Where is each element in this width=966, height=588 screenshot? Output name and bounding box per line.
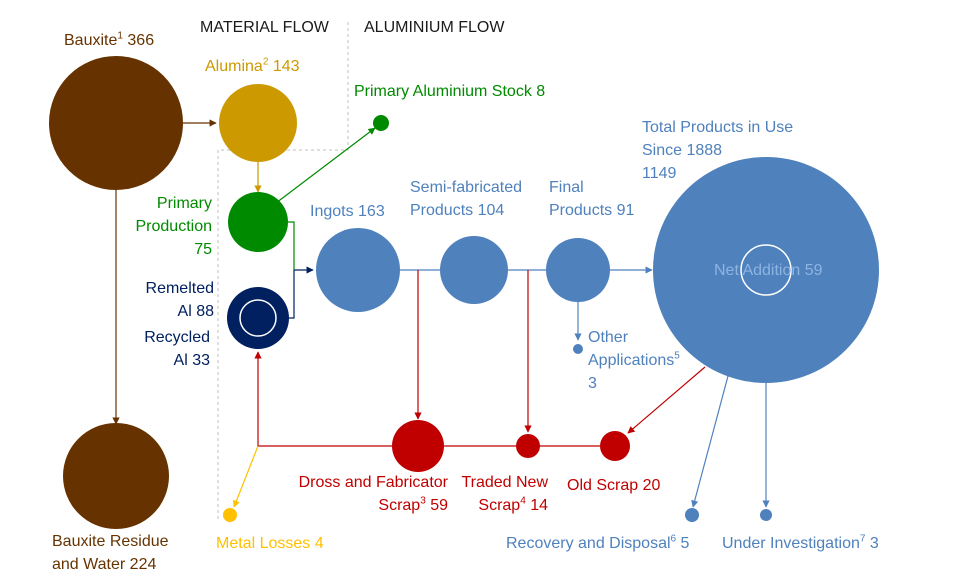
ingots-label: Ingots 163 <box>310 203 385 220</box>
stock-to-recovery-arrow <box>691 375 729 508</box>
other-applications-label: Other Applications5 3 <box>588 329 680 392</box>
final-products-node <box>546 238 610 302</box>
bauxite-label: Bauxite1 366 <box>64 30 155 49</box>
net-addition-label: Net Addition 59 <box>714 262 823 279</box>
metal-losses-arrow <box>233 445 259 508</box>
alumina-label: Alumina2 143 <box>205 56 300 75</box>
final-products-label: Final Products 91 <box>549 179 635 219</box>
primary-production-node <box>228 192 288 252</box>
primary-production-label: Primary Production 75 <box>135 195 213 258</box>
old-scrap-node <box>600 431 630 461</box>
recovery-label: Recovery and Disposal6 5 <box>506 533 690 552</box>
alumina-node <box>219 84 297 162</box>
primary-stock-arrow <box>268 127 376 210</box>
dross-node <box>392 420 444 472</box>
metal-losses-node <box>223 508 237 522</box>
remelted-node <box>227 287 289 349</box>
under-investigation-node <box>760 509 772 521</box>
metal-losses-label: Metal Losses 4 <box>216 535 324 552</box>
semis-label: Semi-fabricated Products 104 <box>410 179 523 219</box>
products-in-use-node <box>653 157 879 383</box>
products-in-use-label: Total Products in Use Since 1888 1149 <box>642 119 794 182</box>
remelted-label: Remelted Al 88 <box>145 280 214 320</box>
primary-to-ingots-line <box>288 221 295 270</box>
recycled-label: Recycled Al 33 <box>144 329 210 369</box>
traded-scrap-label: Traded New Scrap4 14 <box>461 474 548 514</box>
ingots-node <box>316 228 400 312</box>
recovery-node <box>685 508 699 522</box>
old-scrap-label: Old Scrap 20 <box>567 477 661 494</box>
aluminium-flow-header: ALUMINIUM FLOW <box>364 19 505 36</box>
other-applications-node <box>573 344 583 354</box>
residue-label: Bauxite Residue and Water 224 <box>52 533 169 573</box>
recycled-to-ingots-line <box>288 270 295 319</box>
primary-stock-label: Primary Aluminium Stock 8 <box>354 83 546 100</box>
bauxite-node <box>49 56 183 190</box>
primary-stock-node <box>373 115 389 131</box>
under-investigation-label: Under Investigation7 3 <box>722 533 879 552</box>
recycled-inner-ring <box>239 299 277 337</box>
material-flow-header: MATERIAL FLOW <box>200 19 329 36</box>
net-addition-ring <box>740 244 792 296</box>
stock-to-old-scrap-arrow <box>627 366 706 434</box>
residue-node <box>63 423 169 529</box>
traded-scrap-node <box>516 434 540 458</box>
semis-node <box>440 236 508 304</box>
dross-label: Dross and Fabricator Scrap3 59 <box>298 474 448 514</box>
